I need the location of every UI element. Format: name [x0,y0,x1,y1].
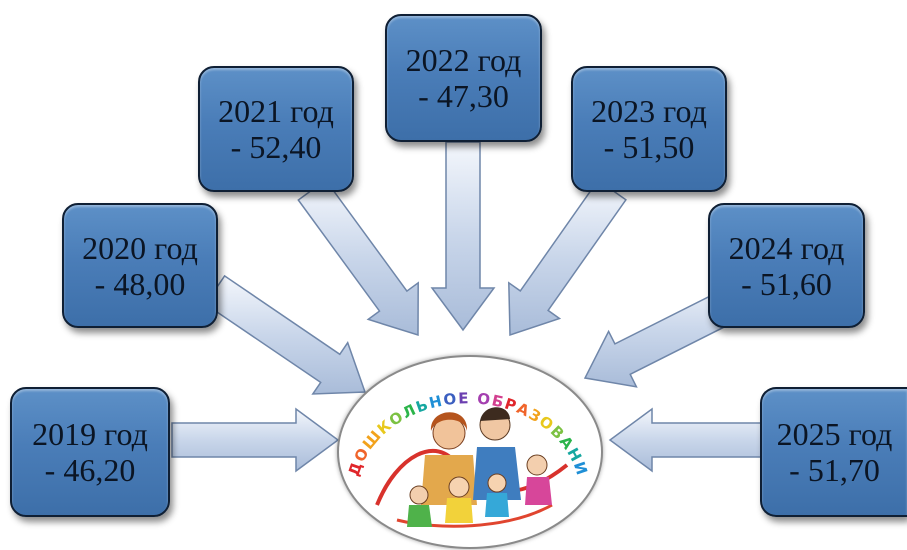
arrow-2022 [430,141,496,332]
arrow-2023 [508,179,627,337]
year-value-2020: - 48,00 [94,265,186,302]
year-value-2019: - 46,20 [44,452,136,488]
year-label-2024: 2024 год [728,229,845,266]
year-value-2023: - 51,50 [603,129,695,165]
year-label-2019: 2019 год [32,416,148,452]
year-box-2020: 2020 год - 48,00 [62,203,218,328]
year-value-2022: - 47,30 [418,78,509,114]
arrow-2019 [171,407,340,473]
logo-graphic: ДОШКОЛЬНОЕ ОБРАЗОВАНИЕ [337,355,591,528]
year-label-2021: 2021 год [218,93,334,129]
year-box-2019: 2019 год - 46,20 [10,387,170,517]
year-value-2021: - 52,40 [230,129,322,165]
year-label-2022: 2022 год [405,42,522,78]
year-value-2025: - 51,70 [789,452,880,488]
year-box-2024: 2024 год - 51,60 [708,203,865,328]
year-box-2022: 2022 год - 47,30 [385,14,542,142]
year-box-2023: 2023 год - 51,50 [571,66,727,192]
year-label-2023: 2023 год [591,93,707,129]
arrow-2025 [608,407,763,473]
year-box-2025: 2025 год - 51,70 [760,387,907,517]
year-label-2025: 2025 год [776,416,893,452]
family-illustration [375,407,569,528]
preschool-education-logo: ДОШКОЛЬНОЕ ОБРАЗОВАНИЕ [337,355,603,549]
year-label-2020: 2020 год [82,229,198,266]
arrow-2021 [297,178,419,337]
year-box-2021: 2021 год - 52,40 [198,66,354,192]
arrow-2020 [204,274,367,395]
logo-arc-text: ДОШКОЛЬНОЕ ОБРАЗОВАНИЕ [337,355,591,479]
year-value-2024: - 51,60 [741,265,832,302]
